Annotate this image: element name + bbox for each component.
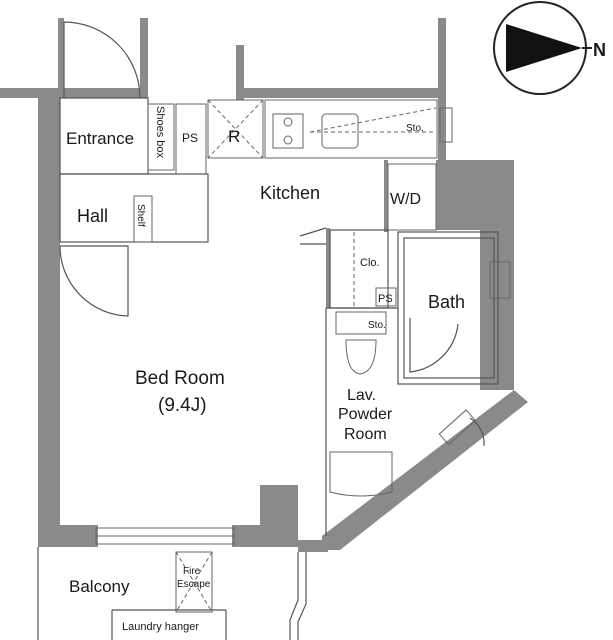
label-storage-lav: Sto. [368,320,386,331]
label-shoes-box: Shoes box [154,106,166,158]
interior-lines [37,21,511,640]
label-shelf: Shelf [135,204,146,227]
label-room: Room [344,426,387,443]
compass: N [493,1,606,95]
label-balcony: Balcony [69,577,130,596]
label-entrance: Entrance [66,129,134,148]
label-kitchen: Kitchen [260,183,320,203]
label-washer-dryer: W/D [390,191,421,208]
label-hall: Hall [77,206,108,226]
label-ps-bath: PS [378,293,393,305]
label-powder: Powder [338,406,393,423]
room-labels: Entrance Shoes box PS R Sto. Kitchen W/D… [66,106,465,633]
walls [0,18,528,552]
label-lav: Lav. [347,387,376,404]
label-laundry-hanger: Laundry hanger [122,621,199,633]
north-label: N [593,40,606,60]
label-fire: Fire [183,566,201,577]
label-ps-top: PS [182,131,198,145]
label-storage-kitchen: Sto. [406,123,424,134]
label-closet: Clo. [360,257,380,269]
label-escape: Escape [177,579,211,590]
label-refrigerator: R [228,127,240,146]
label-bed-room-size: (9.4J) [158,395,207,416]
north-arrow-icon [506,24,582,72]
label-bath: Bath [428,292,465,312]
label-bed-room: Bed Room [135,368,225,389]
